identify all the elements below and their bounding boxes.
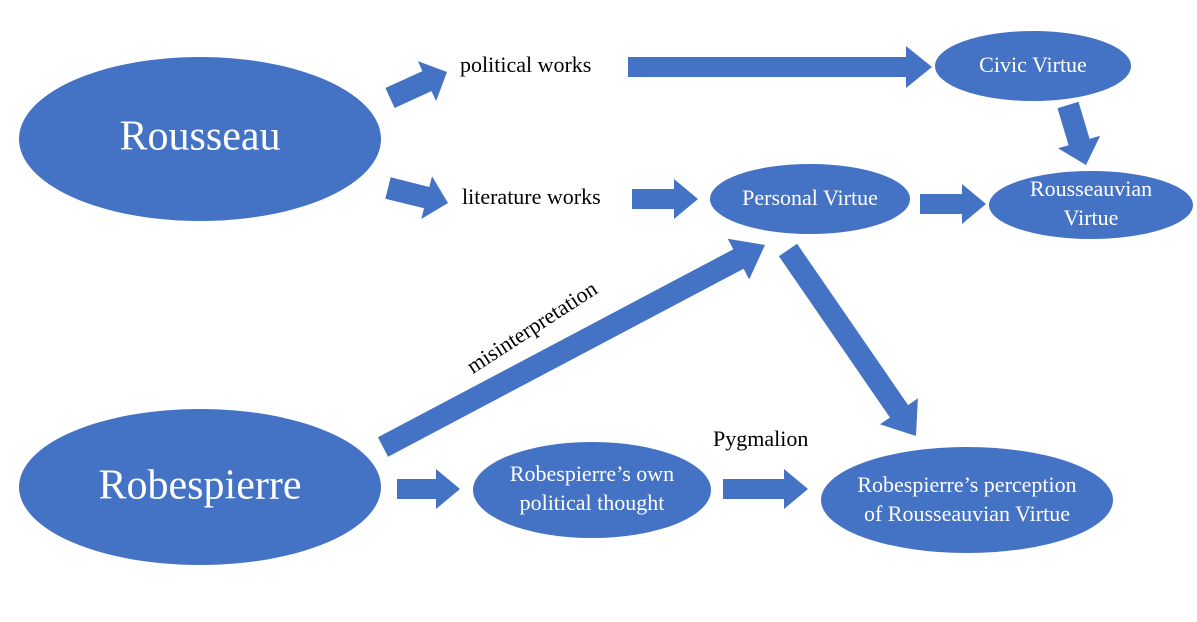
- node-rousseauvian-virtue-line1: Rousseauvian: [1030, 176, 1152, 201]
- node-personal-virtue-label: Personal Virtue: [742, 185, 878, 210]
- node-own-political-thought-line1: Robespierre’s own: [510, 461, 674, 486]
- arrow-rousseau-to-literature-works: [385, 176, 448, 219]
- arrow-literature-to-personal-virtue: [632, 179, 698, 219]
- label-political-works: political works: [460, 52, 591, 77]
- node-rousseauvian-virtue-line2: Virtue: [1064, 205, 1119, 230]
- arrow-civic-virtue-to-rousseauvian: [1057, 101, 1101, 165]
- arrow-personal-to-rousseauvian: [920, 184, 986, 224]
- node-rousseauvian-virtue: Rousseauvian Virtue: [989, 171, 1193, 239]
- node-rousseau-label: Rousseau: [120, 114, 281, 160]
- label-pygmalion: Pygmalion: [713, 426, 808, 451]
- node-perception-line2: of Rousseauvian Virtue: [864, 501, 1070, 526]
- arrow-own-thought-to-perception: [723, 469, 808, 509]
- label-literature-works: literature works: [462, 184, 601, 209]
- node-robespierre: Robespierre: [19, 409, 381, 565]
- node-civic-virtue-label: Civic Virtue: [979, 52, 1087, 77]
- node-civic-virtue: Civic Virtue: [935, 31, 1131, 101]
- node-own-political-thought-line2: political thought: [520, 490, 665, 515]
- node-rousseau: Rousseau: [19, 57, 381, 221]
- node-own-political-thought: Robespierre’s own political thought: [473, 442, 711, 538]
- arrow-rousseau-to-political-works: [385, 61, 447, 108]
- arrow-robespierre-to-own-thought: [397, 469, 460, 509]
- arrow-political-works-to-civic-virtue: [628, 46, 932, 88]
- arrow-robespierre-to-personal-virtue: [377, 238, 765, 457]
- arrows: [377, 46, 1101, 509]
- node-perception: Robespierre’s perception of Rousseauvian…: [821, 447, 1113, 553]
- node-perception-line1: Robespierre’s perception: [857, 472, 1076, 497]
- node-personal-virtue: Personal Virtue: [710, 164, 910, 234]
- arrow-personal-to-perception: [778, 243, 918, 436]
- node-robespierre-label: Robespierre: [99, 463, 302, 509]
